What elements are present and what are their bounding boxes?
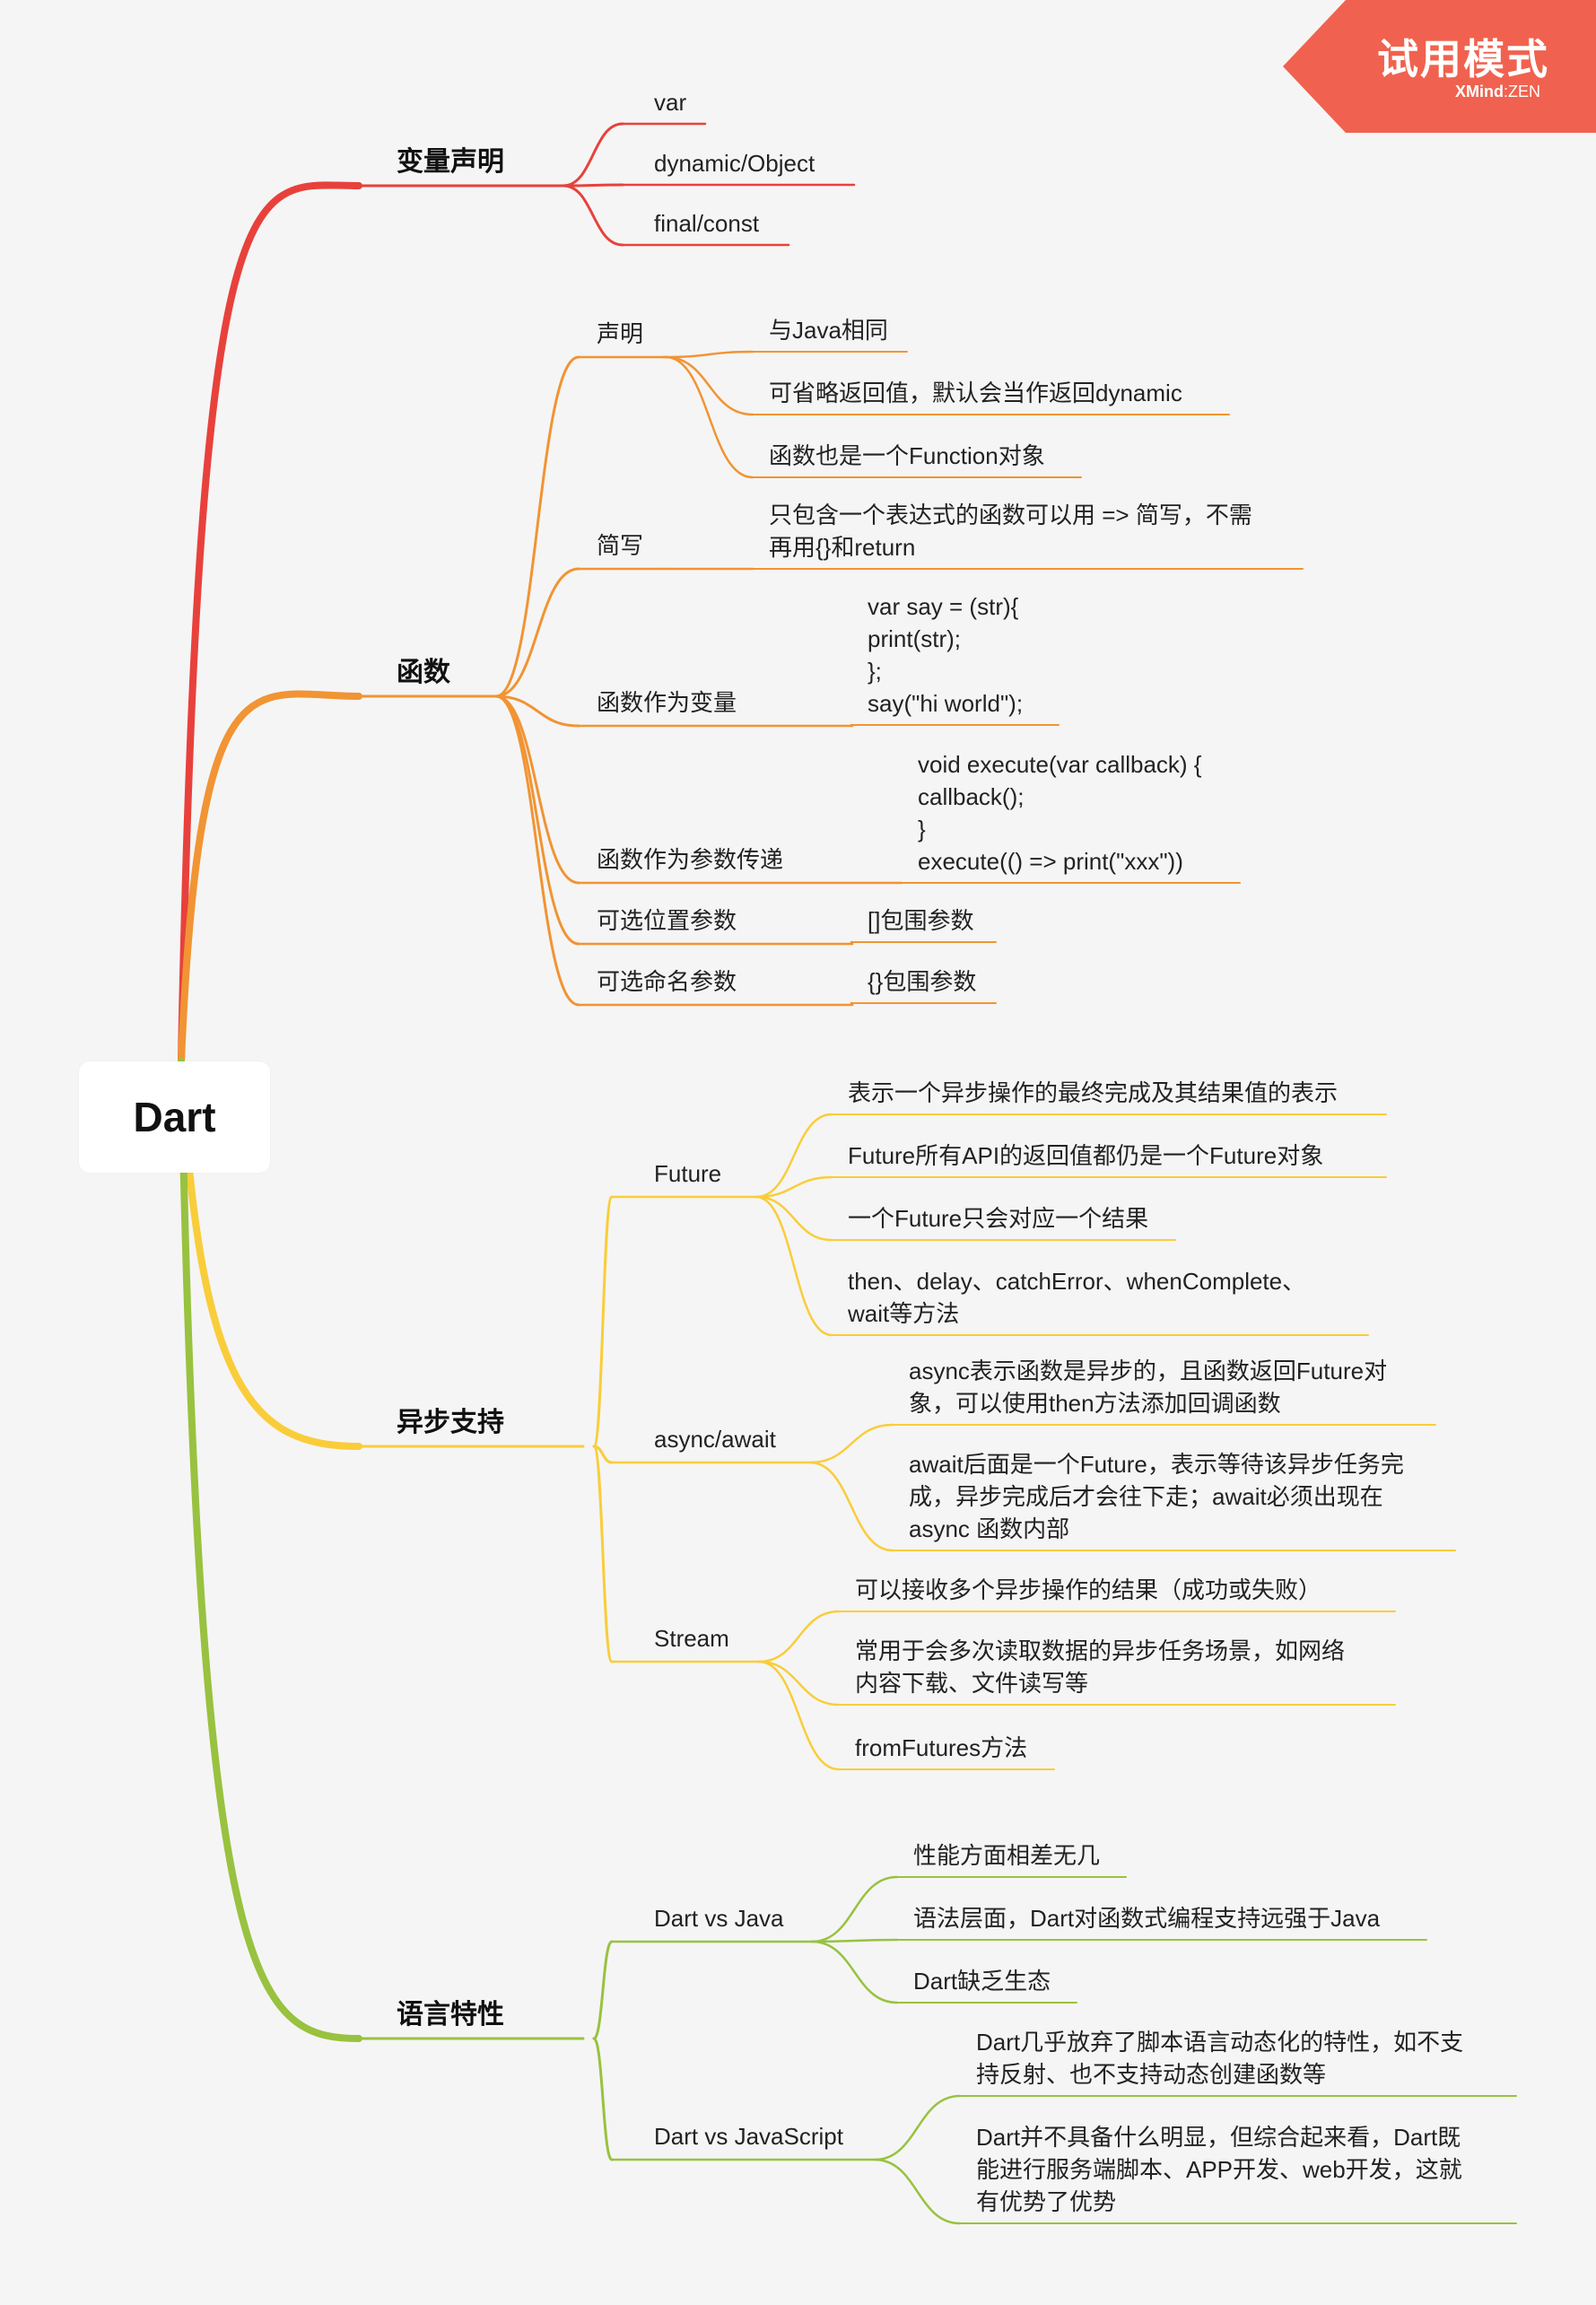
leaf-topic[interactable]: Dart几乎放弃了脚本语言动态化的特性，如不支 持反射、也不支持动态创建函数等 <box>976 2029 1464 2088</box>
branch-topic[interactable]: 语言特性 <box>397 2000 504 2030</box>
leaf-topic[interactable]: 性能方面相差无几 <box>913 1842 1101 1869</box>
leaf-connector <box>562 183 624 188</box>
leaf-topic[interactable]: 可省略返回值，默认会当作返回dynamic <box>769 380 1182 406</box>
subtopic[interactable]: Stream <box>654 1625 729 1652</box>
branch-connector <box>178 690 362 1065</box>
badge-separator: : <box>1504 83 1509 100</box>
leaf-topic[interactable]: 只包含一个表达式的函数可以用 => 简写，不需 再用{}和return <box>769 502 1252 561</box>
leaf-topic[interactable]: await后面是一个Future，表示等待该异步任务完 成，异步完成后才会往下走… <box>909 1451 1404 1542</box>
leaf-topic[interactable]: final/const <box>654 210 760 237</box>
leaf-topic[interactable]: Future所有API的返回值都仍是一个Future对象 <box>848 1142 1324 1169</box>
leaf-connector <box>873 2094 962 2161</box>
leaf-connector <box>873 2158 962 2225</box>
badge-brand-name: XMind <box>1455 83 1504 100</box>
branch-topic[interactable]: 变量声明 <box>397 147 504 177</box>
leaf-connector <box>808 1461 894 1552</box>
leaf-topic[interactable]: []包围参数 <box>868 907 974 934</box>
leaf-topic[interactable]: 语法层面，Dart对函数式编程支持远强于Java <box>913 1905 1381 1932</box>
subtopic[interactable]: 可选位置参数 <box>597 907 737 934</box>
leaf-connector <box>810 1875 899 1943</box>
leaf-connector <box>754 1195 833 1337</box>
leaf-topic[interactable]: {}包围参数 <box>868 968 977 995</box>
leaf-connector <box>757 1610 841 1663</box>
badge-shape <box>1283 0 1596 133</box>
leaf-connector <box>664 355 754 479</box>
leaf-topic[interactable]: void execute(var callback) { callback();… <box>918 751 1202 875</box>
leaf-connector <box>562 184 624 247</box>
leaf-connector <box>754 1175 833 1199</box>
subtopic[interactable]: 函数作为参数传递 <box>597 846 784 873</box>
leaf-connector <box>757 1660 841 1707</box>
subtopic-connector <box>494 694 580 1007</box>
badge-brand: XMind:ZEN <box>1455 83 1540 101</box>
subtopic[interactable]: async/await <box>654 1426 776 1453</box>
leaf-topic[interactable]: 一个Future只会对应一个结果 <box>848 1205 1149 1232</box>
leaf-topic[interactable]: async表示函数是异步的，且函数返回Future对 象，可以使用then方法添… <box>909 1358 1388 1417</box>
branch-connector <box>178 181 362 1065</box>
subtopic-connector <box>494 567 580 698</box>
subtopic-connector <box>494 694 580 728</box>
leaf-topic[interactable]: 表示一个异步操作的最终完成及其结果值的表示 <box>848 1079 1339 1106</box>
leaf-connector <box>810 1938 899 1943</box>
leaf-topic[interactable]: dynamic/Object <box>654 150 815 177</box>
subtopic-connector <box>494 694 580 946</box>
leaf-topic[interactable]: fromFutures方法 <box>855 1734 1028 1761</box>
trial-mode-badge: 试用模式 XMind:ZEN <box>1283 0 1596 133</box>
leaf-topic[interactable]: 函数也是一个Function对象 <box>769 442 1045 469</box>
leaf-topic[interactable]: var <box>654 89 687 116</box>
subtopic[interactable]: Dart vs JavaScript <box>654 2123 843 2150</box>
leaf-topic[interactable]: 可以接收多个异步操作的结果（成功或失败） <box>855 1576 1322 1603</box>
leaf-connector <box>754 1195 833 1242</box>
leaf-connector <box>808 1423 894 1464</box>
subtopic[interactable]: Future <box>654 1160 722 1187</box>
leaf-topic[interactable]: then、delay、catchError、whenComplete、 wait… <box>848 1268 1306 1327</box>
leaf-connector <box>754 1113 833 1199</box>
badge-edition: ZEN <box>1508 83 1541 100</box>
branch-connector <box>178 1058 362 2042</box>
subtopic[interactable]: 简写 <box>597 532 644 559</box>
subtopic-connector <box>592 1445 614 1663</box>
leaf-connector <box>757 1660 841 1771</box>
subtopic[interactable]: 函数作为变量 <box>597 689 737 716</box>
subtopic-connector <box>494 694 580 885</box>
subtopic[interactable]: 声明 <box>597 320 644 347</box>
leaf-topic[interactable]: var say = (str){ print(str); }; say("hi … <box>868 593 1024 717</box>
badge-background <box>1283 0 1596 133</box>
root-topic[interactable]: Dart <box>79 1061 270 1173</box>
subtopic[interactable]: 可选命名参数 <box>597 968 737 995</box>
subtopic-connector <box>592 1195 614 1448</box>
leaf-connector <box>810 1940 899 2004</box>
subtopic-connector <box>592 2037 614 2161</box>
badge-title: 试用模式 <box>1377 36 1549 83</box>
subtopic-connector <box>592 1940 614 2040</box>
leaf-connector <box>664 355 754 416</box>
subtopic-connector <box>494 355 580 698</box>
leaf-connector <box>562 122 624 188</box>
branch-topic[interactable]: 异步支持 <box>397 1408 504 1437</box>
subtopic[interactable]: Dart vs Java <box>654 1905 784 1932</box>
leaf-topic[interactable]: 常用于会多次读取数据的异步任务场景，如网络 内容下载、文件读写等 <box>855 1637 1346 1697</box>
leaf-topic[interactable]: Dart缺乏生态 <box>913 1968 1051 1995</box>
leaf-topic[interactable]: 与Java相同 <box>769 317 888 344</box>
leaf-connector <box>664 350 754 359</box>
leaf-topic[interactable]: Dart并不具备什么明显，但综合起来看，Dart既 能进行服务端脚本、APP开发… <box>976 2124 1462 2215</box>
root-topic-label: Dart <box>133 1094 216 1140</box>
branch-connector <box>178 1058 362 1450</box>
branch-topic[interactable]: 函数 <box>397 658 450 687</box>
